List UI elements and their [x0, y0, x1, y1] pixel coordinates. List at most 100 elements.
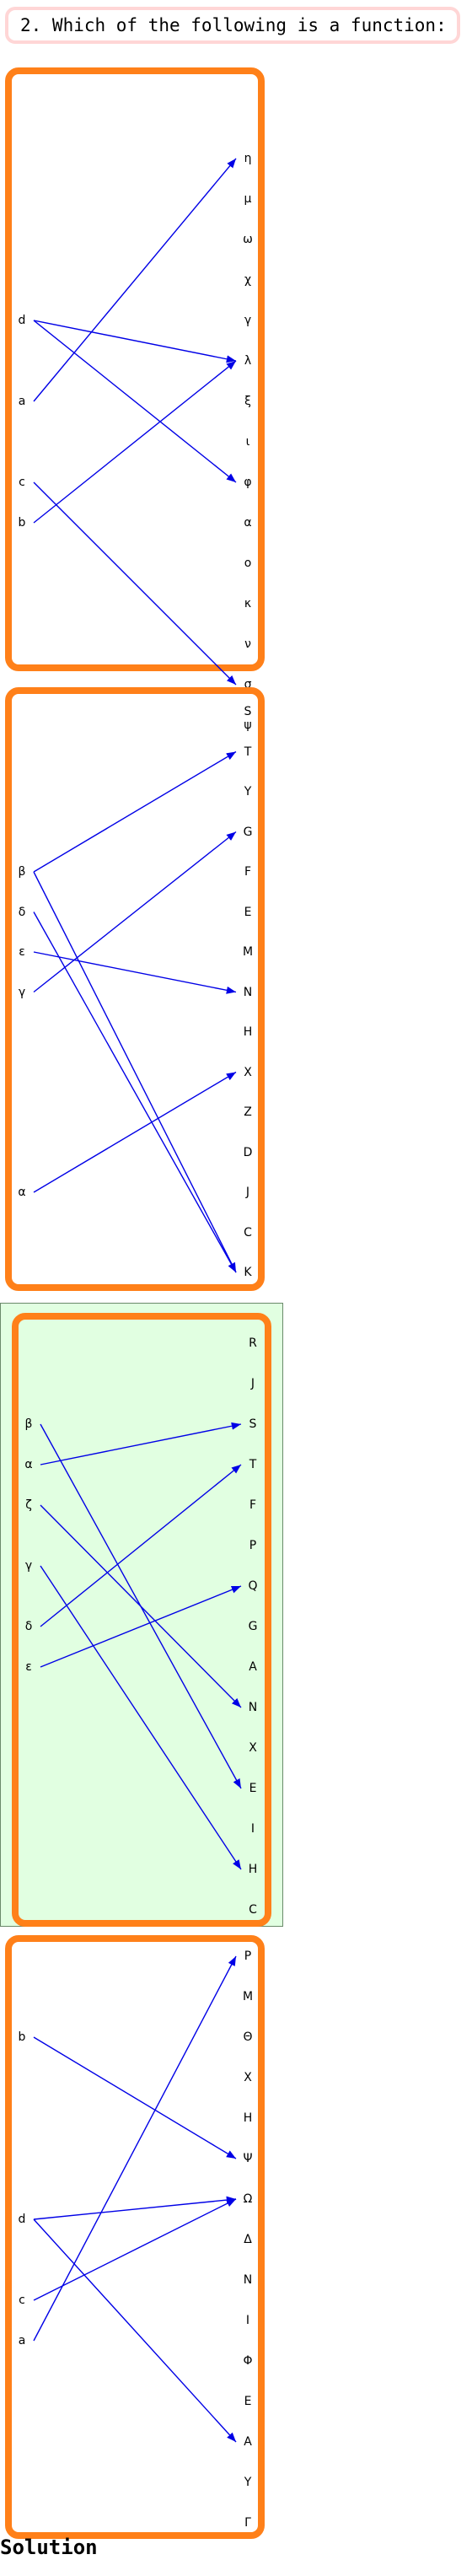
codomain-label: G: [243, 825, 253, 839]
codomain-label: X: [244, 1065, 252, 1079]
mapping-arrow: [33, 912, 237, 1273]
mapping-arrow: [33, 320, 237, 363]
codomain-label: T: [244, 745, 252, 759]
codomain-label: D: [243, 1145, 253, 1159]
codomain-label: J: [245, 1186, 250, 1199]
codomain-label: E: [249, 1782, 257, 1795]
arrows-layer: [33, 1955, 237, 2443]
codomain-label: ν: [244, 637, 251, 651]
arrows-layer: [40, 1422, 242, 1870]
codomain-label: Ν: [243, 2273, 253, 2287]
codomain-label: S: [249, 1417, 257, 1431]
mapping-arrow: [33, 158, 237, 402]
codomain-label: ω: [243, 233, 253, 246]
codomain-label: Α: [244, 2435, 252, 2449]
mapping-box: [12, 1313, 271, 1927]
domain-label: δ: [18, 905, 26, 919]
domain-label: ε: [19, 945, 25, 959]
codomain-label: I: [250, 1822, 255, 1836]
domain-label: δ: [24, 1620, 33, 1633]
arrows-layer: [33, 750, 237, 1273]
codomain-label: H: [248, 1863, 258, 1876]
mapping-arrow: [33, 320, 237, 483]
mapping-arrow: [33, 871, 237, 1273]
codomain-label: M: [242, 1990, 254, 2003]
codomain-label: S: [244, 705, 252, 718]
codomain-label: ο: [244, 557, 252, 570]
mapping-arrow: [33, 750, 237, 873]
domain-label: d: [18, 2213, 26, 2226]
codomain-label: T: [249, 1458, 257, 1471]
domain-label: α: [24, 1458, 33, 1471]
codomain-label: λ: [244, 354, 252, 368]
codomain-label: σ: [244, 678, 252, 691]
codomain-label: H: [243, 1025, 253, 1039]
mapping-arrow: [33, 951, 237, 994]
codomain-label: G: [248, 1620, 258, 1633]
codomain-label: C: [249, 1903, 257, 1917]
mapping-arrow: [33, 360, 237, 524]
codomain-label: R: [249, 1336, 257, 1350]
codomain-label: Z: [244, 1105, 252, 1119]
domain-label: β: [18, 865, 26, 879]
domain-label: β: [24, 1417, 33, 1431]
mapping-arrow: [40, 1565, 242, 1870]
codomain-label: Χ: [244, 2071, 252, 2084]
codomain-label: η: [244, 152, 252, 165]
solution-heading: Solution: [0, 2536, 98, 2559]
codomain-label: κ: [244, 597, 252, 610]
codomain-label: μ: [244, 192, 252, 206]
codomain-label: Ι: [245, 2314, 250, 2327]
domain-label: ζ: [25, 1498, 32, 1512]
arrows-layer: [33, 158, 237, 686]
mapping-arrow: [33, 2196, 237, 2220]
mapping-arrow: [40, 1422, 242, 1465]
mapping-arrow: [40, 1585, 242, 1668]
domain-label: b: [18, 516, 26, 530]
mapping-box: [5, 687, 265, 1291]
mapping-arrow: [33, 1071, 237, 1193]
domain-label: γ: [18, 985, 26, 999]
mapping-arrow: [33, 481, 237, 686]
domain-label: γ: [24, 1559, 33, 1573]
codomain-label: P: [244, 1949, 252, 1963]
domain-label: c: [19, 476, 25, 489]
domain-label: b: [18, 2030, 26, 2044]
mapping-arrow: [40, 1464, 242, 1627]
domain-label: ε: [25, 1660, 32, 1674]
codomain-label: Δ: [244, 2233, 252, 2246]
codomain-label: M: [242, 945, 254, 959]
domain-label: α: [18, 1186, 26, 1199]
codomain-label: Ω: [243, 2192, 253, 2206]
question-title: 2. Which of the following is a function:: [5, 7, 460, 44]
codomain-label: A: [249, 1660, 257, 1674]
codomain-label: ψ: [244, 718, 252, 732]
domain-label: c: [19, 2294, 25, 2307]
mapping-arrow: [33, 831, 237, 993]
codomain-label: F: [249, 1498, 257, 1512]
codomain-label: ι: [245, 435, 250, 449]
codomain-label: Φ: [243, 2354, 253, 2368]
codomain-label: X: [249, 1741, 257, 1755]
mapping-arrow: [33, 2198, 237, 2301]
codomain-label: P: [249, 1539, 257, 1552]
codomain-label: F: [244, 865, 252, 879]
mapping-arrow: [33, 2036, 237, 2159]
mapping-box: [5, 1935, 265, 2539]
codomain-label: E: [244, 905, 252, 919]
codomain-label: φ: [244, 476, 252, 489]
domain-label: a: [18, 395, 26, 408]
codomain-label: Θ: [243, 2030, 253, 2044]
codomain-label: α: [244, 516, 252, 530]
codomain-label: C: [244, 1225, 252, 1240]
codomain-label: N: [243, 985, 253, 999]
mapping-arrow: [33, 2218, 237, 2443]
codomain-label: Q: [248, 1579, 258, 1593]
mapping-box: [5, 67, 265, 671]
mapping-arrow: [33, 1955, 237, 2342]
codomain-label: J: [250, 1377, 255, 1390]
codomain-label: N: [248, 1701, 258, 1714]
codomain-label: Η: [243, 2111, 253, 2125]
domain-label: a: [18, 2334, 26, 2347]
codomain-label: ξ: [244, 395, 251, 408]
